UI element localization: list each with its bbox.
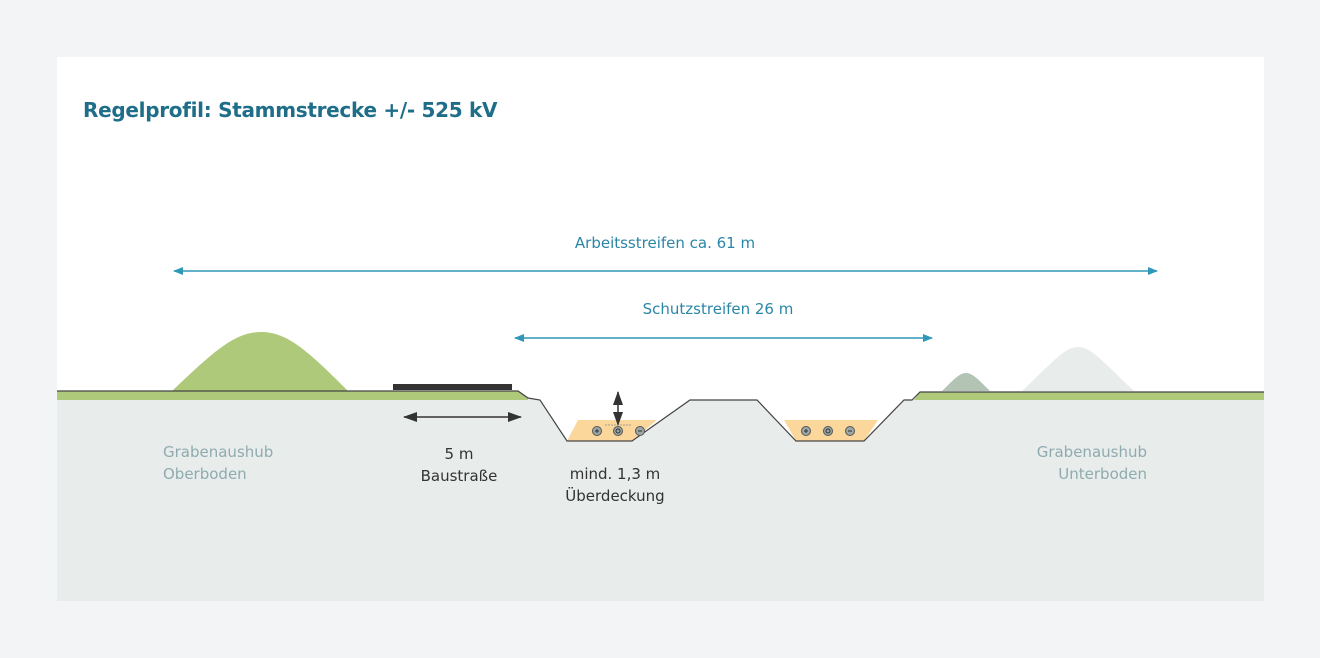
cable-neutral-icon [823, 426, 833, 436]
subsoil-heap [1022, 347, 1134, 391]
cover-label: Überdeckung [565, 487, 665, 505]
spoil-left-line1: Grabenaushub [163, 443, 274, 461]
topsoil-heap [172, 332, 348, 391]
cable-neutral-icon [613, 426, 623, 436]
working-strip-label: Arbeitsstreifen ca. 61 m [574, 234, 756, 252]
topsoil-spoil-label: Grabenaushub Oberboden [163, 441, 273, 485]
road-width-label: 5 m Baustraße [400, 443, 518, 487]
spoil-right-line2: Unterboden [1058, 465, 1147, 483]
topsoil-left [57, 391, 528, 400]
protection-strip-label: Schutzstreifen 26 m [642, 300, 794, 318]
small-subsoil-heap [942, 373, 990, 391]
road-width-value: 5 m [444, 445, 474, 463]
cover-depth-label: mind. 1,3 m Überdeckung [540, 463, 690, 507]
cable-bedding-1 [567, 420, 657, 441]
cover-depth-value: mind. 1,3 m [569, 465, 661, 483]
road-label: Baustraße [420, 467, 498, 485]
construction-road [393, 384, 512, 390]
profile-line [57, 390, 1264, 442]
subsoil-spoil-label: Grabenaushub Unterboden [1000, 441, 1147, 485]
spoil-left-line2: Oberboden [163, 465, 247, 483]
spoil-right-line1: Grabenaushub [1036, 443, 1147, 461]
topsoil-right [914, 392, 1264, 400]
ground [57, 391, 1264, 601]
page-title: Regelprofil: Stammstrecke +/- 525 kV [83, 98, 498, 122]
